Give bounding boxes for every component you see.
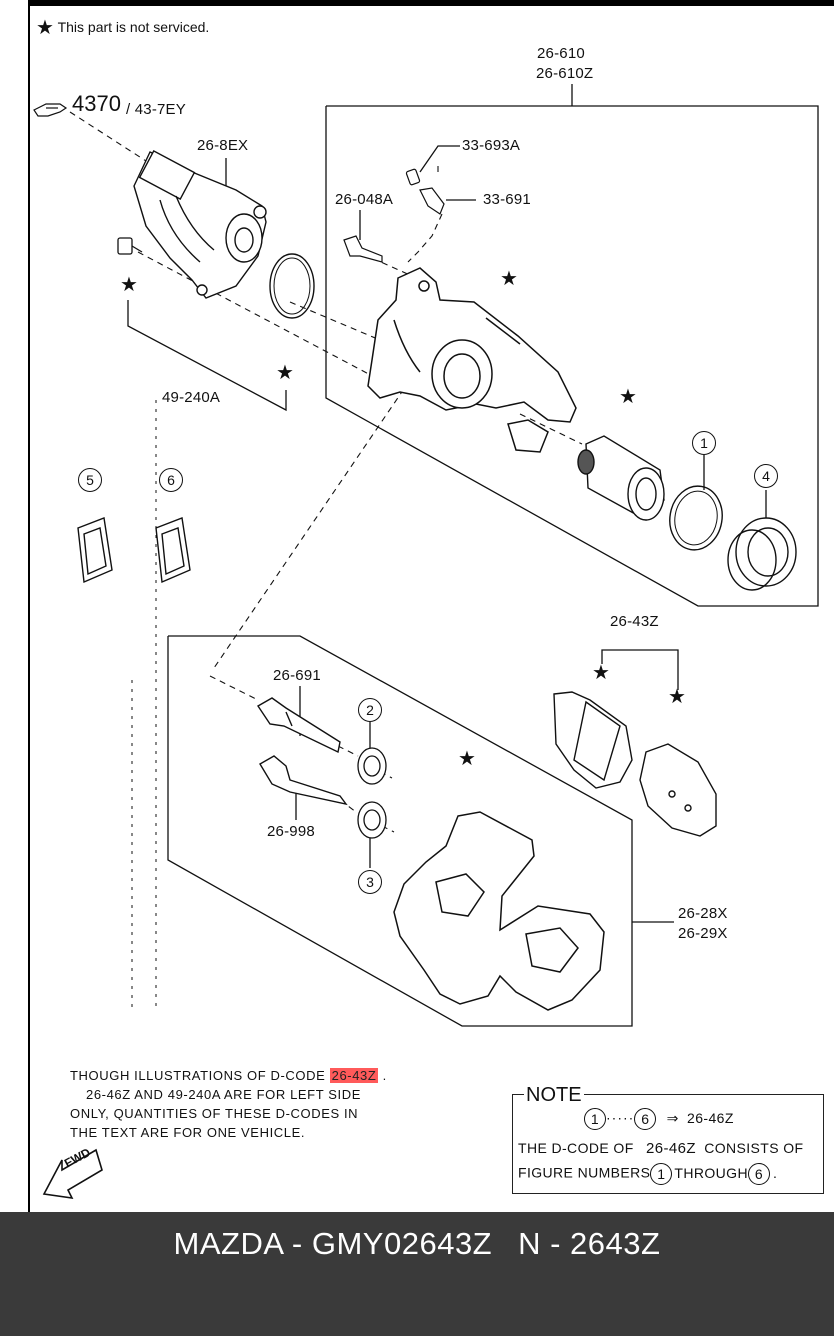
note-range-line: 1·····6 ⇒ 26-46Z xyxy=(584,1108,734,1130)
caliper-bolt xyxy=(343,235,383,263)
label-26-29x: 26-29X xyxy=(678,925,728,942)
label-26-691: 26-691 xyxy=(273,667,321,684)
label-26-998: 26-998 xyxy=(267,823,315,840)
bleeder-cap xyxy=(405,168,421,186)
legend: ★ This part is not serviced. xyxy=(36,17,210,39)
top-border xyxy=(28,0,834,6)
note-title: NOTE xyxy=(524,1084,584,1107)
bleeder-screw xyxy=(419,187,445,215)
bracket-49-240a xyxy=(127,300,287,412)
label-26-610z: 26-610Z xyxy=(536,65,594,82)
piston xyxy=(577,435,665,521)
left-border xyxy=(28,0,30,1212)
parking-brake-motor xyxy=(133,150,267,299)
label-26-610: 26-610 xyxy=(537,45,585,62)
footer-short-code: N - 2643Z xyxy=(518,1226,661,1261)
upper-assembly-frame xyxy=(325,105,819,607)
caliper-body xyxy=(367,267,577,453)
footnote-line-3: ONLY, QUANTITIES OF THESE D-CODES IN xyxy=(70,1106,359,1121)
star-icon: ★ xyxy=(668,686,686,708)
callout-5: 5 xyxy=(78,468,102,492)
star-icon: ★ xyxy=(592,662,610,684)
label-26-43z: 26-43Z xyxy=(610,613,659,630)
note-line-2: THE D-CODE OF 26-46Z CONSISTS OF xyxy=(518,1140,804,1157)
highlighted-dcode: 26-43Z xyxy=(329,1068,379,1083)
label-26-28x: 26-28X xyxy=(678,905,728,922)
caliper-bracket xyxy=(393,811,605,1011)
legend-text: This part is not serviced. xyxy=(57,19,210,35)
caliper-exploded-diagram xyxy=(33,84,819,1200)
star-icon: ★ xyxy=(619,386,637,408)
footnote-line-2: 26-46Z AND 49-240A ARE FOR LEFT SIDE xyxy=(86,1087,361,1102)
brake-pad-outer xyxy=(639,743,717,837)
fwd-arrow-icon xyxy=(42,1148,103,1200)
ref-figure-sub: / 43-7EY xyxy=(126,101,186,118)
star-icon: ★ xyxy=(36,17,54,39)
star-icon: ★ xyxy=(500,268,518,290)
label-33-691: 33-691 xyxy=(483,191,531,208)
callout-6: 6 xyxy=(159,468,183,492)
footer-brand-part: MAZDA - GMY02643Z xyxy=(173,1226,493,1261)
star-icon: ★ xyxy=(276,362,294,384)
dust-boot xyxy=(727,517,797,591)
label-26-8ex: 26-8EX xyxy=(197,137,249,154)
piston-seal xyxy=(669,485,723,551)
footer-part-number: MAZDA - GMY02643Z N - 2643Z xyxy=(0,1226,834,1262)
footer-bar xyxy=(0,1212,834,1336)
footnote-line-4: THE TEXT ARE FOR ONE VEHICLE. xyxy=(70,1125,306,1140)
note-box xyxy=(512,1094,824,1194)
pin-boot-3 xyxy=(357,801,387,839)
lower-assembly-frame xyxy=(167,635,633,1027)
brake-pad-inner xyxy=(553,691,633,789)
label-33-693a: 33-693A xyxy=(462,137,521,154)
shim-5 xyxy=(77,517,113,584)
pin-boot-2 xyxy=(357,747,387,785)
bracket-26-43z xyxy=(601,649,679,690)
guide-pin-26-998 xyxy=(259,755,348,806)
label-26-048a: 26-048A xyxy=(335,191,394,208)
shim-6 xyxy=(155,517,191,584)
star-icon: ★ xyxy=(120,274,138,296)
label-49-240a: 49-240A xyxy=(162,389,221,406)
callout-1: 1 xyxy=(692,431,716,455)
callout-4: 4 xyxy=(754,464,778,488)
callout-3: 3 xyxy=(358,870,382,894)
callout-2: 2 xyxy=(358,698,382,722)
ref-figure-number: 4370 xyxy=(72,91,121,116)
hand-reference-icon xyxy=(33,103,68,117)
guide-pin-26-691 xyxy=(257,697,341,754)
o-ring xyxy=(269,253,315,319)
star-icon: ★ xyxy=(458,748,476,770)
footnote-line-1: THOUGH ILLUSTRATIONS OF D-CODE 26-43Z . xyxy=(70,1068,387,1083)
motor-bolt xyxy=(117,237,143,255)
